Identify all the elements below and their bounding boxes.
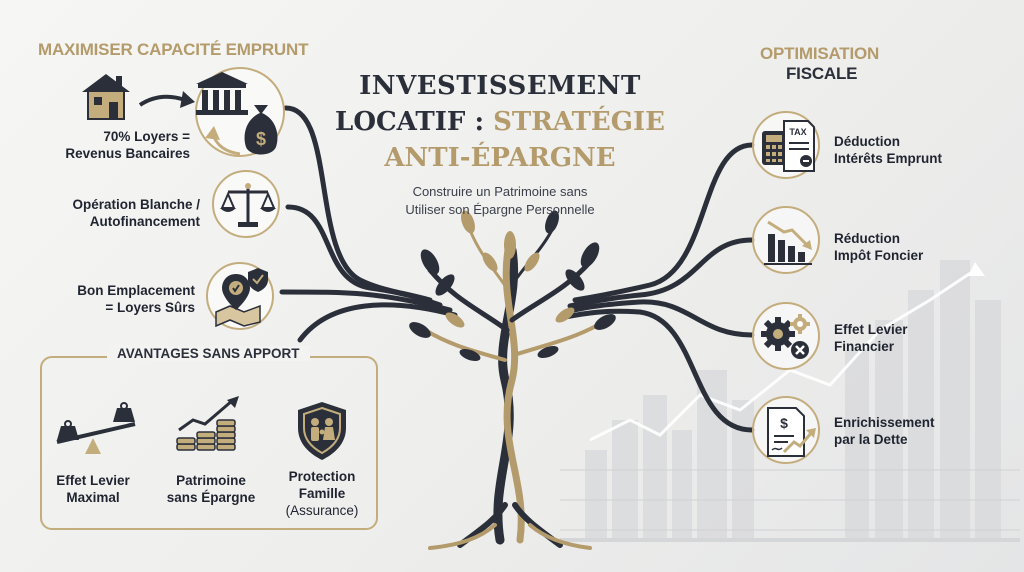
advantage-3-label: Protection Famille (Assurance) <box>285 469 359 518</box>
seesaw-icon <box>56 402 136 454</box>
declining-bars-icon <box>764 220 812 265</box>
advantage-2-label: Patrimoine sans Épargne <box>166 473 256 505</box>
enrichment-icon-circle: $ <box>752 396 820 464</box>
right-item-2-label: Réduction Impôt Foncier <box>834 231 924 263</box>
subtitle: Construire un Patrimoine sans Utiliser s… <box>405 184 595 217</box>
tax-icon-circle: TAX <box>752 111 820 179</box>
svg-text:TAX: TAX <box>789 127 806 137</box>
left-item-1-label: 70% Loyers = Revenus Bancaires <box>65 129 190 161</box>
coins-growth-icon <box>176 396 239 451</box>
right-item-4-label: Enrichissement par la Dette <box>834 415 935 447</box>
right-section-title: OPTIMISATION FISCALE <box>760 44 880 83</box>
main-title: INVESTISSEMENT LOCATIF : STRATÉGIE ANTI-… <box>320 68 680 176</box>
advantages-title: AVANTAGES SANS APPORT <box>107 346 310 361</box>
title-line-3: ANTI-ÉPARGNE <box>384 143 616 173</box>
connector-right-3 <box>562 299 755 338</box>
scales-icon <box>220 183 276 227</box>
connector-left-3 <box>279 289 453 313</box>
connector-left-box <box>297 302 458 343</box>
connector-left-2 <box>285 204 443 308</box>
connector-right-2 <box>567 237 755 309</box>
connector-right-1 <box>572 142 755 303</box>
gears-icon <box>761 314 810 359</box>
location-icon-circle <box>206 262 274 330</box>
reduction-icon-circle <box>752 206 820 274</box>
left-section-title: MAXIMISER CAPACITÉ EMPRUNT <box>38 40 309 59</box>
left-item-3-label: Bon Emplacement = Loyers Sûrs <box>77 283 195 315</box>
title-line-2: LOCATIF : STRATÉGIE <box>335 107 665 137</box>
title-line-1: INVESTISSEMENT <box>359 71 641 101</box>
svg-text:$: $ <box>780 415 788 431</box>
right-item-1-label: Déduction Intérêts Emprunt <box>834 134 943 166</box>
location-shield-icon <box>215 268 268 328</box>
svg-text:$: $ <box>256 129 266 149</box>
left-item-2-label: Opération Blanche / Autofinancement <box>72 197 200 229</box>
advantage-1-label: Effet Levier Maximal <box>56 473 130 505</box>
house-bank-money-icon: $ <box>82 67 285 157</box>
advantages-icons <box>56 396 346 460</box>
document-growth-icon: $ <box>767 407 816 457</box>
scales-icon-circle <box>212 170 280 238</box>
calculator-tax-icon: TAX <box>762 120 815 172</box>
family-shield-icon <box>298 402 346 460</box>
connector-right-4 <box>557 308 755 433</box>
right-item-3-label: Effet Levier Financier <box>834 322 908 354</box>
gears-icon-circle <box>752 302 820 370</box>
